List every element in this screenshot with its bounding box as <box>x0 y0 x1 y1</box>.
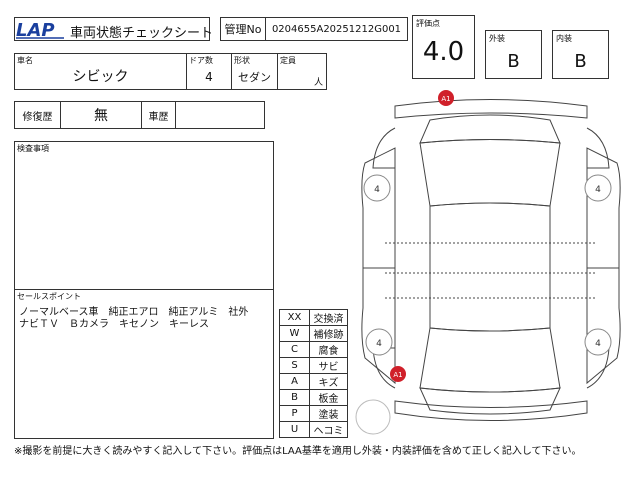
legend-code: U <box>279 421 310 438</box>
inspection-box: 検査事項 <box>14 141 274 290</box>
capacity-label: 定員 <box>280 56 296 65</box>
car-history-label: 車歴 <box>148 111 169 123</box>
legend-desc: 交換済 <box>309 309 348 326</box>
svg-text:4: 4 <box>595 185 601 195</box>
car-history-value-cell <box>175 101 265 129</box>
interior-box: 内装 B <box>552 30 609 79</box>
legend-code: S <box>279 357 310 374</box>
repair-label-cell: 修復歴 <box>14 101 61 129</box>
body-cell: 形状 セダン <box>231 53 278 90</box>
exterior-value: B <box>507 50 520 72</box>
legend-code: W <box>279 325 310 342</box>
tire-rear-right: 4 <box>584 328 612 356</box>
doors-value: 4 <box>205 69 213 84</box>
sales-points-box: セールスポイント <box>14 289 274 439</box>
car-diagram: 4 4 4 4 A1 A1 <box>361 90 621 421</box>
svg-text:4: 4 <box>374 185 380 195</box>
body-label: 形状 <box>234 56 250 65</box>
legend-desc: 補修跡 <box>309 325 348 342</box>
doors-label: ドア数 <box>189 56 213 65</box>
inspection-label: 検査事項 <box>17 144 49 153</box>
damage-mark-front-bumper: A1 <box>438 90 454 106</box>
svg-text:4: 4 <box>376 339 382 349</box>
legend-desc: キズ <box>309 373 348 390</box>
stamp-circle <box>355 399 391 435</box>
car-name-cell: 車名 シビック <box>14 53 187 90</box>
svg-text:LAP: LAP <box>16 20 55 40</box>
car-name: シビック <box>72 68 129 85</box>
legend-code: P <box>279 405 310 422</box>
legend-desc: ヘコミ <box>309 421 348 438</box>
svg-text:A1: A1 <box>393 371 402 379</box>
mgmt-no: 0204655A20251212G001 <box>271 23 402 35</box>
tire-front-left: 4 <box>363 174 391 202</box>
legend-code: B <box>279 389 310 406</box>
doors-cell: ドア数 4 <box>186 53 232 90</box>
mgmt-no-cell: 0204655A20251212G001 <box>265 17 408 41</box>
tire-rear-left: 4 <box>365 328 393 356</box>
damage-mark-rear-left: A1 <box>390 366 406 382</box>
svg-text:A1: A1 <box>441 95 450 103</box>
legend-desc: 腐食 <box>309 341 348 358</box>
legend-code: C <box>279 341 310 358</box>
score-box: 評価点 4.0 <box>412 15 475 79</box>
legend-desc: 塗装 <box>309 405 348 422</box>
legend-code: A <box>279 373 310 390</box>
repair-label: 修復歴 <box>22 111 53 123</box>
sales-points-label: セールスポイント <box>17 292 81 301</box>
interior-label: 内装 <box>556 34 572 43</box>
title-box <box>14 17 210 41</box>
interior-value: B <box>574 50 587 72</box>
mgmt-label-cell: 管理No <box>220 17 266 41</box>
sheet-title: 車両状態チェックシート <box>70 26 214 41</box>
tire-front-right: 4 <box>584 174 612 202</box>
car-name-label: 車名 <box>17 56 33 65</box>
exterior-box: 外装 B <box>485 30 542 79</box>
legend-code: XX <box>279 309 310 326</box>
score-value: 4.0 <box>422 37 465 67</box>
capacity-cell: 定員 人 <box>277 53 327 90</box>
footer-note: ※撮影を前提に大きく読みやすく記入して下さい。評価点はLAA基準を適用し外装・内… <box>14 446 582 457</box>
body-value: セダン <box>238 70 271 84</box>
sales-points-line2: ナビＴＶ Ｂカメラ キセノン キーレス <box>19 319 209 330</box>
svg-text:4: 4 <box>595 339 601 349</box>
score-label: 評価点 <box>416 19 440 28</box>
exterior-label: 外装 <box>489 34 505 43</box>
legend-desc: 板金 <box>309 389 348 406</box>
lap-logo: LAP <box>16 20 64 40</box>
sales-points-line1: ノーマルベース車 純正エアロ 純正アルミ 社外 <box>19 307 249 318</box>
repair-value: 無 <box>94 108 108 124</box>
car-history-label-cell: 車歴 <box>141 101 176 129</box>
mgmt-label: 管理No <box>224 23 262 36</box>
capacity-unit: 人 <box>313 78 323 88</box>
repair-value-cell: 無 <box>60 101 142 129</box>
legend-desc: サビ <box>309 357 348 374</box>
